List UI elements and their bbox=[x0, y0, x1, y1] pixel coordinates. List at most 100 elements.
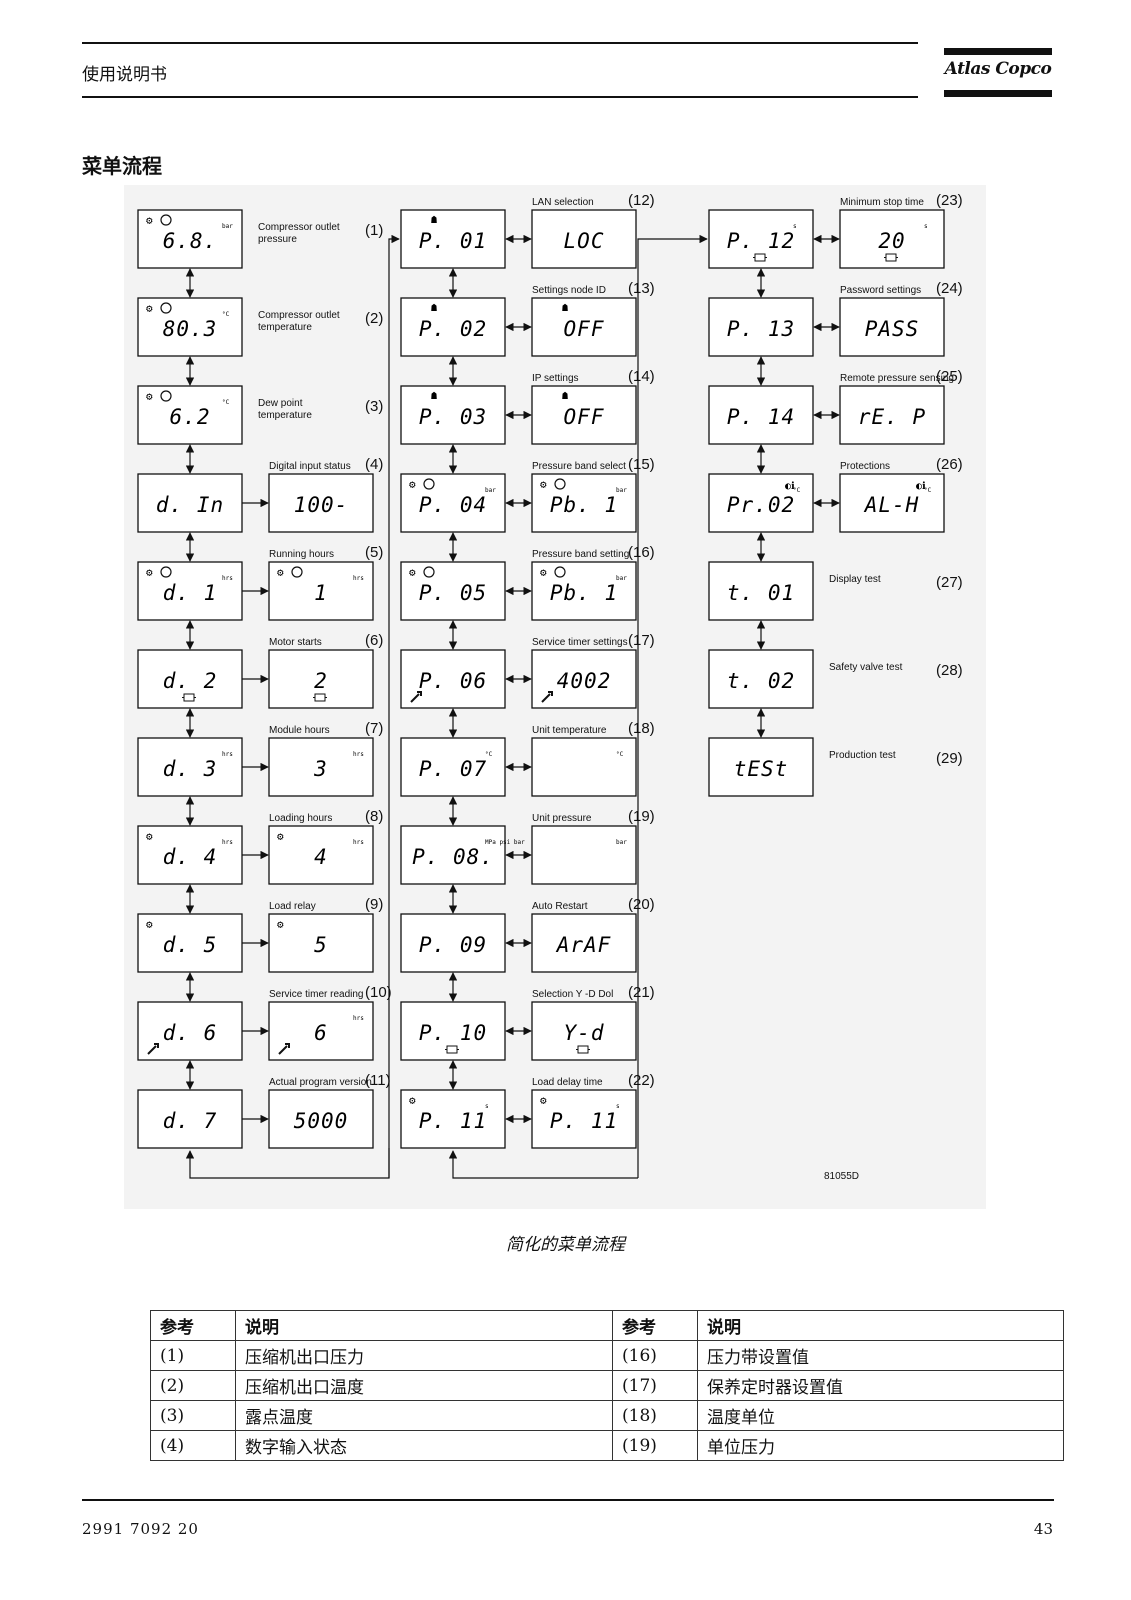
item-title: Minimum stop time bbox=[840, 197, 924, 208]
item-title: Protections bbox=[840, 461, 890, 472]
svg-text:☗: ☗ bbox=[431, 215, 437, 226]
header-ref-1: 参考 bbox=[150, 1310, 236, 1341]
comp-icon: ⚙ bbox=[277, 566, 303, 579]
lcd-value: P. 11 bbox=[550, 1109, 618, 1133]
ref-number: (10) bbox=[365, 984, 392, 1001]
display-box: P. 07°C bbox=[400, 737, 506, 797]
item-title: Service timer reading bbox=[269, 989, 363, 1000]
ref-number: (19) bbox=[628, 808, 655, 825]
page-number: 43 bbox=[1033, 1520, 1053, 1538]
lcd-value: 80.3 bbox=[163, 317, 218, 341]
item-title: Auto Restart bbox=[532, 901, 588, 912]
lcd-value: d. 4 bbox=[163, 845, 218, 869]
item-title: Actual program version bbox=[269, 1077, 372, 1088]
table-row: (1) 压缩机出口压力 (16) 压力带设置值 bbox=[150, 1340, 1064, 1371]
table-row: (4) 数字输入状态 (19) 单位压力 bbox=[150, 1430, 1064, 1461]
sub-display-box: 5 bbox=[268, 913, 374, 973]
display-box: P. 03 bbox=[400, 385, 506, 445]
ref-number: (20) bbox=[628, 896, 655, 913]
load-icon: ⚙ bbox=[277, 918, 284, 931]
desc-cell: 单位压力 bbox=[697, 1430, 1064, 1461]
lcd-value: Pb. 1 bbox=[550, 493, 618, 517]
network-icon: ☗ bbox=[431, 391, 437, 402]
lcd-value: P. 10 bbox=[419, 1021, 487, 1045]
ref-number: (7) bbox=[365, 720, 383, 737]
load-icon: ⚙ bbox=[146, 830, 153, 843]
figure-code: 81055D bbox=[824, 1171, 859, 1182]
motor-icon bbox=[753, 253, 767, 262]
ref-number: (6) bbox=[365, 632, 383, 649]
display-box: d. 5 bbox=[137, 913, 243, 973]
lcd-unit: bar bbox=[222, 223, 233, 230]
svg-text:⚙: ⚙ bbox=[146, 830, 153, 843]
wrench-icon bbox=[541, 691, 553, 703]
svg-text:◐ℹ: ◐ℹ bbox=[785, 481, 795, 492]
sub-display-box: rE. P bbox=[839, 385, 945, 445]
desc-cell: 压力带设置值 bbox=[697, 1340, 1064, 1371]
column-connector bbox=[388, 234, 400, 1178]
ref-number: (12) bbox=[628, 192, 655, 209]
lcd-value: P. 03 bbox=[419, 405, 487, 429]
ref-number: (11) bbox=[365, 1072, 391, 1089]
lcd-value: d. 7 bbox=[163, 1109, 218, 1133]
lcd-unit: °C bbox=[793, 487, 801, 494]
lcd-value: Pb. 1 bbox=[550, 581, 618, 605]
desc-cell: 温度单位 bbox=[697, 1400, 1064, 1431]
motor-icon bbox=[576, 1045, 590, 1054]
svg-text:⚙: ⚙ bbox=[146, 390, 153, 403]
lcd-value: 6 bbox=[314, 1021, 328, 1045]
item-title: Load delay time bbox=[532, 1077, 603, 1088]
lcd-unit: hrs bbox=[353, 1015, 364, 1022]
lcd-value: P. 04 bbox=[419, 493, 487, 517]
item-title: Settings node ID bbox=[532, 285, 606, 296]
header-title: 使用说明书 bbox=[82, 65, 167, 85]
ref-number: (2) bbox=[365, 310, 383, 327]
header-bottom-rule bbox=[82, 96, 918, 98]
lcd-value: d. 5 bbox=[163, 933, 218, 957]
ref-number: (4) bbox=[365, 456, 383, 473]
header-desc-2: 说明 bbox=[697, 1310, 1064, 1341]
svg-text:⚙: ⚙ bbox=[409, 1094, 416, 1107]
column-connector bbox=[448, 1150, 638, 1179]
comp-icon: ⚙ bbox=[409, 566, 435, 579]
sub-display-box: °C bbox=[531, 737, 637, 797]
dew-icon: ⚙ bbox=[146, 390, 172, 403]
lcd-unit: s bbox=[616, 1103, 620, 1110]
network-icon: ☗ bbox=[562, 391, 568, 402]
table-row: (3) 露点温度 (18) 温度单位 bbox=[150, 1400, 1064, 1431]
display-box: d. 6 bbox=[137, 1001, 243, 1061]
lcd-unit: hrs bbox=[353, 839, 364, 846]
svg-text:⚙: ⚙ bbox=[409, 478, 416, 491]
display-box: P. 13 bbox=[708, 297, 814, 357]
ref-number: (29) bbox=[936, 750, 963, 767]
display-box: P. 08.MPa psi bar bbox=[400, 825, 525, 885]
lcd-value: Y-d bbox=[564, 1021, 605, 1045]
lcd-value: 6.2 bbox=[170, 405, 211, 429]
lcd-value: rE. P bbox=[858, 405, 926, 429]
item-title: pressure bbox=[258, 234, 297, 245]
item-title: Safety valve test bbox=[829, 662, 903, 673]
lcd-value: 5 bbox=[314, 933, 328, 957]
column-connector bbox=[637, 234, 708, 1178]
sub-display-box: bar bbox=[531, 825, 637, 885]
sub-display-box: OFF bbox=[531, 385, 637, 445]
svg-text:⚙: ⚙ bbox=[540, 1094, 547, 1107]
lcd-unit: s bbox=[793, 223, 797, 230]
ref-number: (8) bbox=[365, 808, 383, 825]
desc-cell: 保养定时器设置值 bbox=[697, 1370, 1064, 1401]
lcd-value: P. 14 bbox=[727, 405, 795, 429]
display-box: P. 11s bbox=[400, 1089, 506, 1149]
svg-text:☗: ☗ bbox=[431, 391, 437, 402]
lcd-unit: bar bbox=[616, 839, 627, 846]
load-icon: ⚙ bbox=[277, 830, 284, 843]
ref-cell: (18) bbox=[612, 1400, 698, 1431]
ref-cell: (17) bbox=[612, 1370, 698, 1401]
ref-number: (23) bbox=[936, 192, 963, 209]
lcd-value: P. 12 bbox=[727, 229, 795, 253]
item-title: Pressure band select bbox=[532, 461, 626, 472]
ref-cell: (1) bbox=[150, 1340, 236, 1371]
